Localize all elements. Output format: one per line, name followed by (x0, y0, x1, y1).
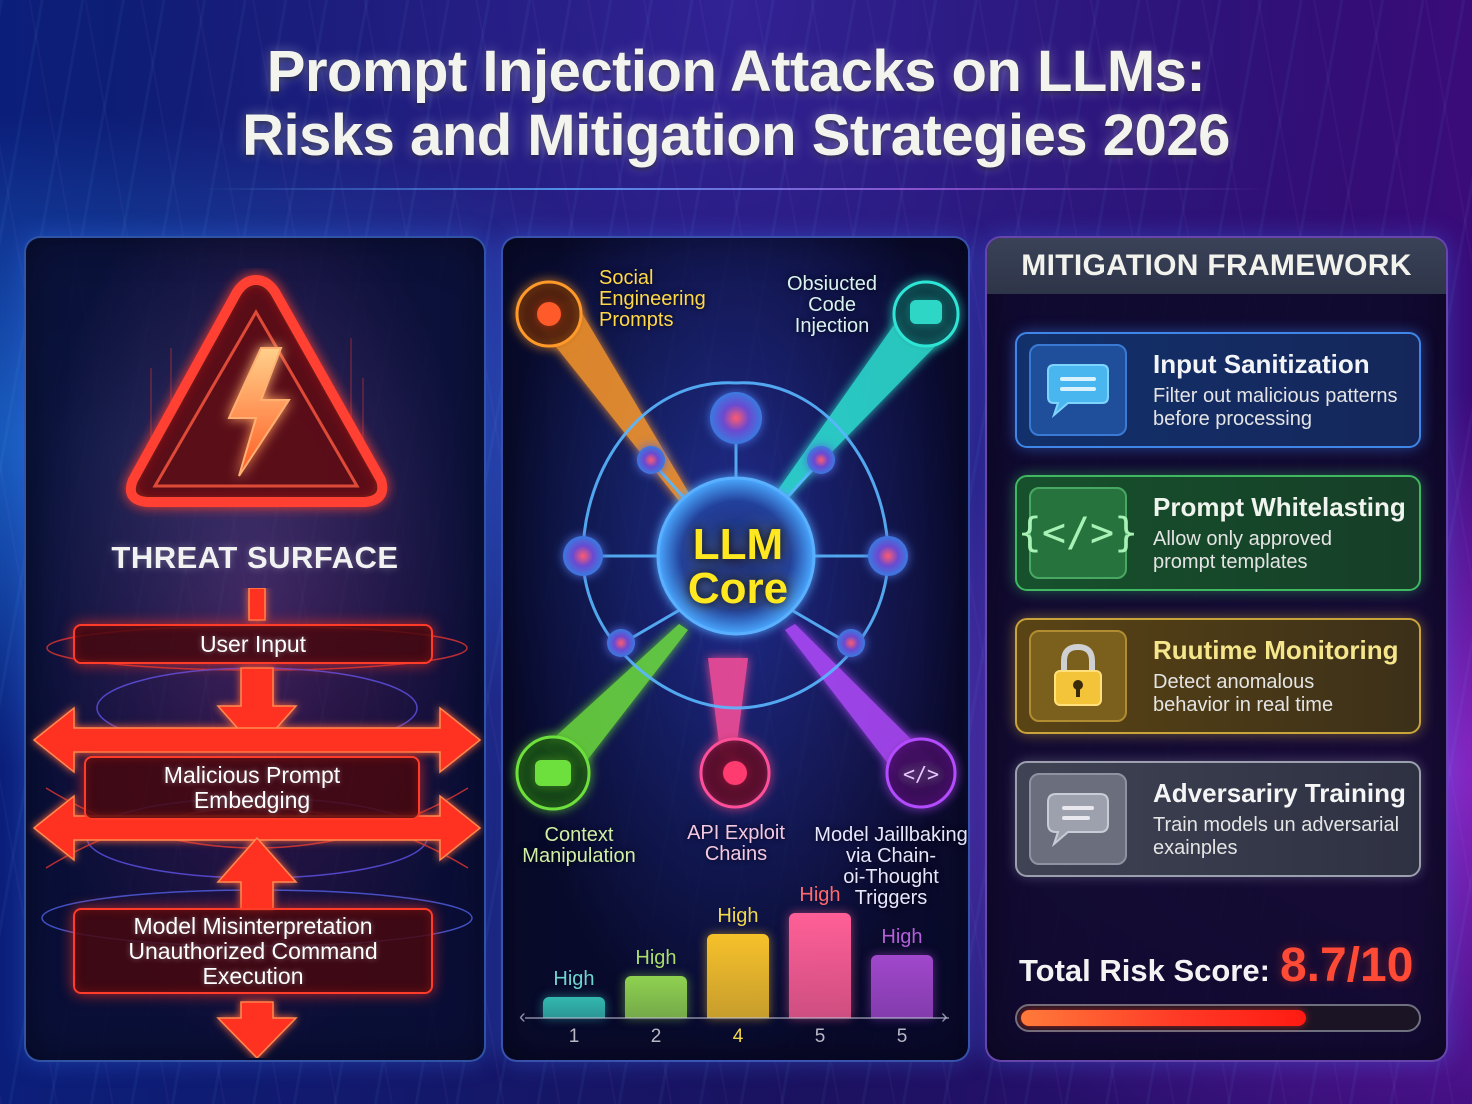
risk-score-label: Total Risk Score: (1019, 953, 1270, 988)
flow-step-text: User Input (199, 630, 307, 657)
title-divider (200, 188, 1272, 190)
mitigation-card-prompt-whitelisting: {</>} Prompt Whitelasting Allow only app… (1015, 475, 1421, 591)
label-line: Code (808, 294, 856, 316)
x-tick-label: 4 (732, 1026, 744, 1047)
flow-step-model-misinterpretation: Model Misinterpretation Unauthorized Com… (73, 908, 433, 994)
threat-surface-heading: THREAT SURFACE (111, 540, 399, 575)
llm-core-network-diagram: </> (515, 280, 960, 811)
card-desc: before processing (1153, 408, 1312, 430)
risk-progress-bar (1015, 1004, 1421, 1032)
label-line: via Chain- (845, 845, 937, 867)
attack-label-model-jailbreaking: Model Jaillbaking via Chain- oi-Thought … (809, 824, 968, 909)
code-braces-icon: {</>} (1018, 487, 1138, 579)
core-label-line: LLM (692, 520, 784, 569)
chart-bar (707, 934, 769, 1018)
svg-text:</>: </> (903, 762, 939, 786)
card-title: Adversariry Training (1153, 778, 1406, 808)
mitigation-heading: MITIGATION FRAMEWORK (987, 238, 1446, 294)
x-tick-label: 2 (650, 1026, 662, 1047)
llm-core-label: LLM Core (653, 523, 823, 611)
label-line: Manipulation (522, 845, 636, 867)
bar-value-label: High (881, 926, 923, 948)
x-tick-label: 1 (568, 1026, 580, 1047)
title-line-1: Prompt Injection Attacks on LLMs: (266, 39, 1206, 104)
x-tick-label: 5 (814, 1026, 826, 1047)
label-line: Prompts (599, 309, 674, 331)
chart-bar (789, 913, 851, 1018)
label-line: oi-Thought (843, 866, 939, 888)
bar-value-label: High (717, 905, 759, 927)
warning-lightning-icon (111, 268, 401, 528)
card-title: Input Sanitization (1153, 349, 1370, 379)
mitigation-framework-panel: MITIGATION FRAMEWORK Input Sanitization … (985, 236, 1448, 1062)
flow-step-text: Model Misinterpretation (133, 912, 373, 939)
attack-label-obfuscated-code: Obsiucted Code Injection (787, 274, 877, 337)
axis-right-arrow-icon: › (941, 1006, 948, 1028)
card-title: Prompt Whitelasting (1153, 492, 1406, 522)
attack-vectors-panel: </> Social Engineering Prompts Obsiucted… (501, 236, 970, 1062)
attack-label-context-manipulation: Context Manipulation (519, 825, 639, 867)
x-tick-label: 5 (896, 1026, 908, 1047)
core-label-line: Core (687, 564, 789, 613)
label-line: Context (544, 824, 614, 846)
label-line: Obsiucted (787, 273, 878, 295)
label-line: Engineering (599, 288, 706, 310)
flow-step-text: Execution (202, 962, 304, 989)
label-line: Social (599, 267, 654, 289)
attack-label-api-exploit: API Exploit Chains (681, 823, 791, 865)
flow-step-text: Embedging (193, 787, 311, 813)
flow-step-text: Malicious Prompt (163, 762, 341, 788)
threat-surface-panel: THREAT SURFACE User Input Mal (24, 236, 486, 1062)
chat-bubble-icon (1029, 773, 1127, 865)
chart-bar (871, 955, 933, 1018)
chart-x-axis (525, 1017, 949, 1019)
bar-value-label: High (799, 884, 841, 906)
label-line: Triggers (854, 887, 928, 909)
mitigation-card-runtime-monitoring: Ruutime Monitoring Detect anomalous beha… (1015, 618, 1421, 734)
risk-progress-fill (1021, 1010, 1306, 1026)
label-line: Model Jaillbaking (814, 824, 968, 846)
card-desc: Filter out malicious patterns (1153, 385, 1398, 407)
card-desc: Detect anomalous (1153, 671, 1315, 693)
attack-label-social-engineering: Social Engineering Prompts (599, 268, 706, 331)
flow-step-malicious-prompt: Malicious Prompt Embedging (84, 756, 420, 820)
mitigation-card-input-sanitization: Input Sanitization Filter out malicious … (1015, 332, 1421, 448)
label-line: Chains (704, 843, 768, 865)
card-desc: exainples (1153, 837, 1238, 859)
chat-bubble-icon (1029, 344, 1127, 436)
total-risk-score: Total Risk Score: 8.7/10 (1019, 938, 1413, 993)
title-line-2: Risks and Mitigation Strategies 2026 (242, 103, 1230, 168)
label-line: API Exploit (687, 822, 785, 844)
chart-bar (543, 997, 605, 1018)
flow-step-text: Unauthorized Command (128, 937, 378, 964)
padlock-icon (1029, 630, 1127, 722)
page-title: Prompt Injection Attacks on LLMs: Risks … (0, 40, 1472, 168)
bar-value-label: High (553, 968, 595, 990)
risk-score-value: 8.7/10 (1279, 939, 1414, 992)
card-desc: behavior in real time (1153, 694, 1334, 716)
card-desc: prompt templates (1153, 551, 1308, 573)
card-desc: Allow only approved (1153, 528, 1332, 550)
flow-step-user-input: User Input (73, 624, 433, 664)
mitigation-card-adversarial-training: Adversariry Training Train models un adv… (1015, 761, 1421, 877)
card-desc: Train models un adversarial (1153, 814, 1400, 836)
card-title: Ruutime Monitoring (1153, 635, 1399, 665)
axis-left-arrow-icon: ‹ (519, 1006, 526, 1028)
chart-bar (625, 976, 687, 1018)
bar-value-label: High (635, 947, 677, 969)
label-line: Injection (794, 315, 870, 337)
